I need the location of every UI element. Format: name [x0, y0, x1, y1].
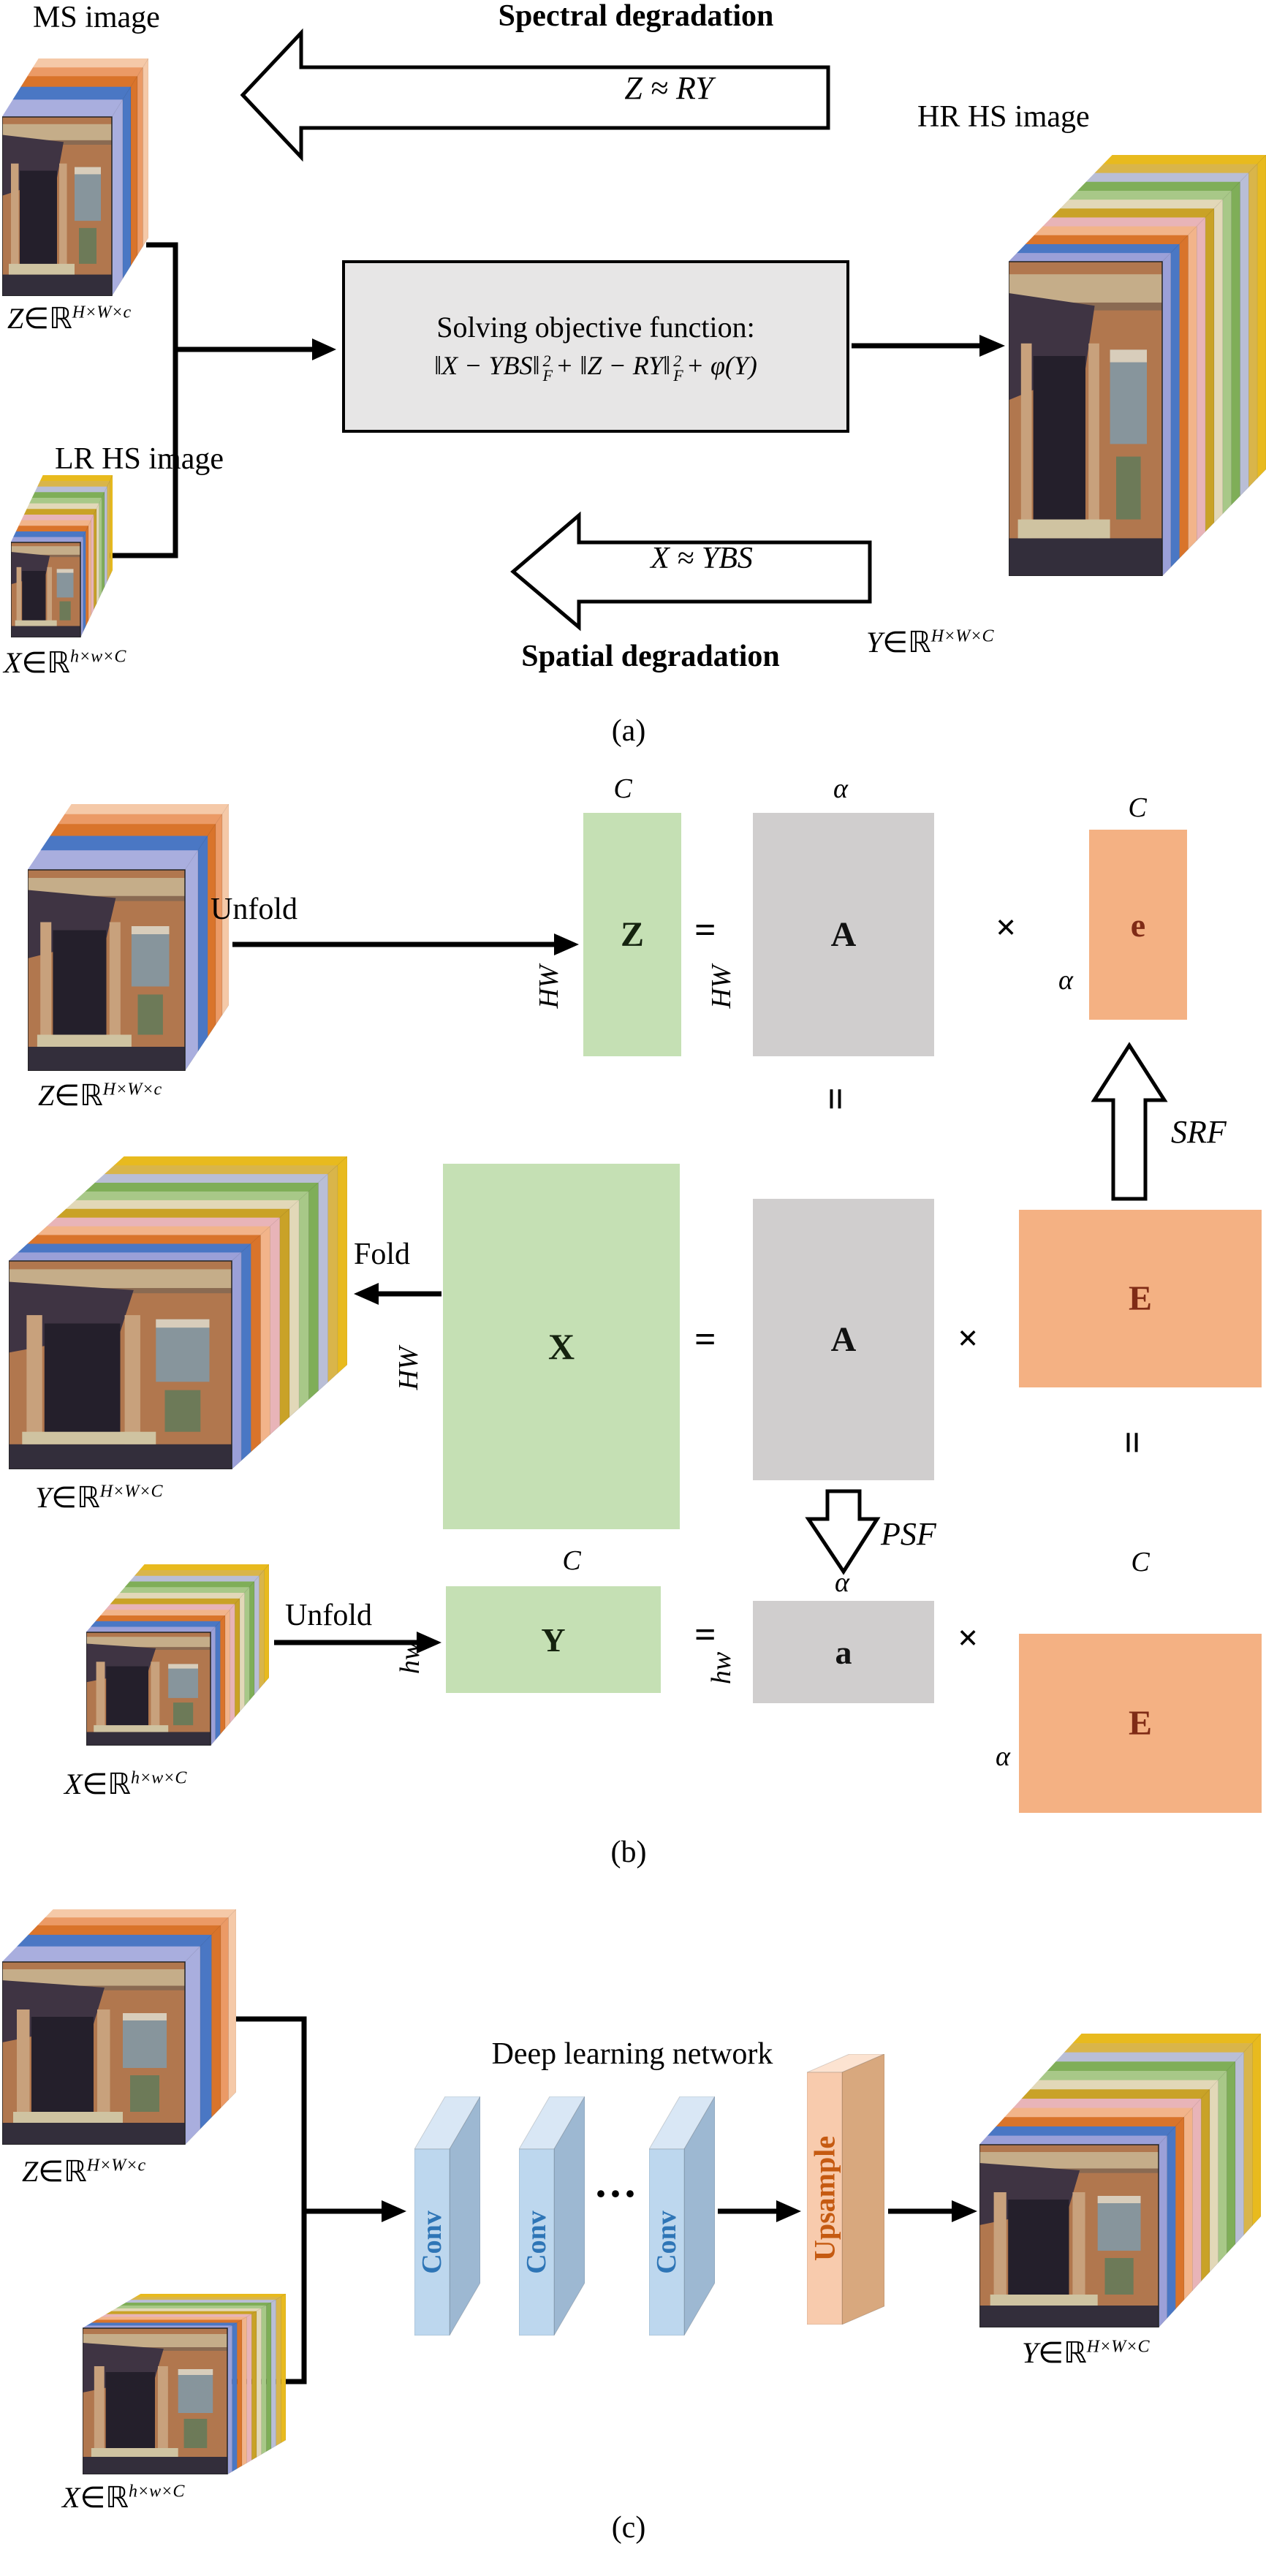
dim-C-above-e: C — [1128, 792, 1147, 823]
ms-image-title: MS image — [33, 1, 160, 34]
dim-hw-left-of-a: hw — [706, 1651, 738, 1685]
psf-arrow — [805, 1489, 881, 1575]
ms-image-cube-b — [27, 803, 230, 1072]
caption-a: (a) — [611, 714, 646, 748]
conv-layer-3: Conv — [648, 2095, 716, 2337]
matrix-Y: Y — [446, 1586, 661, 1693]
hr-image-cube-b — [8, 1156, 348, 1470]
lr-image-cube-a — [10, 474, 113, 638]
upsample-to-output-arrow — [888, 2200, 977, 2222]
equals-row2: = — [694, 1319, 716, 1360]
x-dimension-label-a: X∈ℝh×w×C — [4, 646, 126, 679]
dim-HW-left-of-Z: HW — [534, 965, 565, 1009]
dim-alpha-left-of-E3: α — [996, 1741, 1010, 1772]
svg-text:Conv: Conv — [521, 2211, 552, 2274]
unfold-arrow-1 — [232, 933, 579, 955]
z-dimension-label-b: Z∈ℝH×W×c — [38, 1079, 162, 1112]
spectral-formula: Z ≈ RY — [624, 70, 713, 106]
dim-C-above-Z: C — [613, 773, 632, 804]
objective-intro: Solving objective function: — [436, 311, 755, 344]
matrix-A-row2: A — [753, 1199, 934, 1480]
spectral-degradation-title: Spectral degradation — [498, 0, 774, 33]
psf-label: PSF — [881, 1516, 936, 1552]
spatial-formula: X ≈ YBS — [651, 542, 753, 575]
dim-alpha-above-a: α — [835, 1567, 849, 1598]
dim-C-above-Y: C — [562, 1545, 581, 1576]
z-dimension-label-a: Z∈ℝH×W×c — [7, 302, 132, 335]
ms-image-cube-a — [1, 57, 149, 298]
times-row3: × — [958, 1617, 979, 1658]
lr-image-cube-c — [81, 2293, 287, 2475]
dim-alpha-above-A: α — [833, 773, 848, 804]
srf-label: SRF — [1171, 1114, 1227, 1150]
dim-C-above-E3: C — [1131, 1547, 1150, 1577]
y-dimension-label-b: Y∈ℝH×W×C — [35, 1481, 163, 1514]
objective-to-hr-arrow — [852, 335, 1005, 357]
matrix-E-row2: E — [1019, 1210, 1262, 1387]
matrix-X: X — [443, 1164, 680, 1529]
srf-arrow — [1091, 1042, 1168, 1201]
times-row1: × — [996, 906, 1017, 947]
matrix-a: a — [753, 1601, 934, 1703]
svg-text:Conv: Conv — [417, 2211, 447, 2274]
svg-text:Conv: Conv — [651, 2211, 682, 2274]
conv-layer-2: Conv — [518, 2095, 585, 2337]
y-dimension-label-a: Y∈ℝH×W×C — [866, 626, 994, 659]
conv-layer-1: Conv — [414, 2095, 481, 2337]
equals-row3: = — [694, 1614, 716, 1656]
dim-hw-left-of-Y: hw — [395, 1641, 426, 1675]
matrix-e: e — [1089, 830, 1187, 1020]
deep-learning-network-title: Deep learning network — [491, 2037, 773, 2071]
caption-c: (c) — [611, 2511, 646, 2545]
unfold-label-1: Unfold — [211, 893, 297, 926]
equiv-below-E2: = — [1109, 1431, 1155, 1455]
z-dimension-label-c: Z∈ℝH×W×c — [22, 2155, 146, 2188]
lr-image-cube-b — [86, 1564, 270, 1746]
y-dimension-label-c: Y∈ℝH×W×C — [1022, 2336, 1150, 2369]
equiv-below-A1: = — [812, 1087, 858, 1111]
matrix-E-row3: E — [1019, 1634, 1262, 1813]
unfold-label-2: Unfold — [285, 1599, 372, 1632]
matrix-A-row1: A — [753, 813, 934, 1056]
x-dimension-label-c: X∈ℝh×w×C — [62, 2481, 185, 2514]
hr-image-title: HR HS image — [917, 100, 1090, 134]
svg-text:Upsample: Upsample — [808, 2136, 841, 2261]
ellipsis-layers: ··· — [594, 2170, 638, 2218]
lr-image-title: LR HS image — [55, 442, 224, 476]
caption-b: (b) — [610, 1836, 647, 1869]
equals-row1: = — [694, 909, 716, 951]
matrix-Z: Z — [583, 813, 681, 1056]
ms-image-cube-c — [1, 1909, 237, 2145]
hr-image-cube-a — [1008, 154, 1266, 577]
fold-arrow — [354, 1283, 441, 1305]
conv-to-upsample-arrow — [718, 2200, 801, 2222]
times-row2: × — [958, 1317, 979, 1358]
upsample-layer: Upsample — [806, 2053, 885, 2325]
dim-alpha-left-of-e: α — [1058, 965, 1073, 996]
fold-label: Fold — [354, 1238, 411, 1271]
dim-HW-left-of-A: HW — [706, 965, 738, 1009]
hr-image-cube-c — [979, 2033, 1262, 2328]
spatial-degradation-title: Spatial degradation — [521, 640, 780, 673]
dim-HW-left-of-X: HW — [393, 1346, 425, 1390]
x-dimension-label-b: X∈ℝh×w×C — [64, 1768, 187, 1800]
